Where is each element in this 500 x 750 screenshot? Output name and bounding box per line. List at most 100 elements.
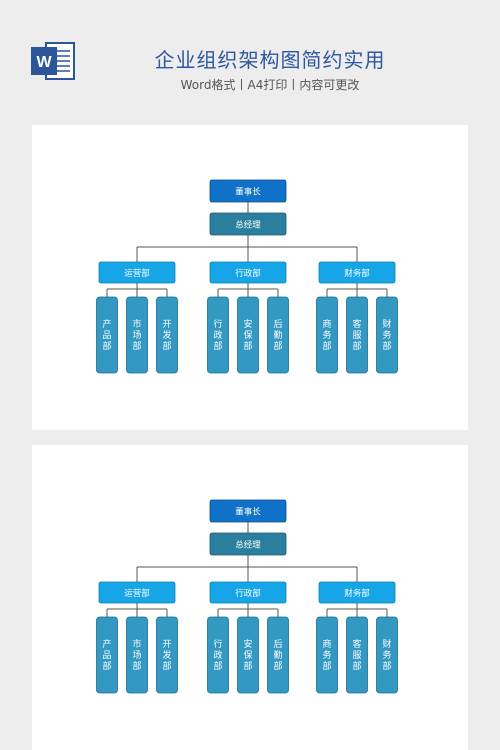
org-node-sub-department-char: 部 — [102, 340, 111, 352]
org-node-sub-department-char: 务 — [322, 649, 331, 661]
org-node-sub-department-char: 保 — [243, 649, 252, 661]
org-node-general-manager-label: 总经理 — [235, 540, 261, 551]
org-node-sub-department — [267, 616, 289, 694]
org-node-sub-department-char: 部 — [322, 660, 331, 672]
org-node-sub-department-char: 场 — [132, 650, 141, 661]
org-node-sub-department-char: 服 — [352, 330, 361, 341]
org-node-sub-department-char: 部 — [213, 340, 222, 352]
document-page-2: 董事长总经理运营部产品部市场部开发部行政部行政部安保部后勤部财务部商务部客服部财… — [32, 445, 468, 750]
document-page-1: 董事长总经理运营部产品部市场部开发部行政部行政部安保部后勤部财务部商务部客服部财… — [32, 125, 468, 430]
org-node-sub-department-char: 部 — [132, 340, 141, 352]
org-node-sub-department — [96, 296, 118, 374]
org-node-department-label: 行政部 — [235, 588, 261, 599]
org-node-sub-department-char: 务 — [382, 649, 391, 661]
org-node-department-label: 行政部 — [235, 268, 261, 279]
org-node-sub-department-char: 部 — [243, 660, 252, 672]
org-node-sub-department-char: 保 — [243, 329, 252, 341]
org-node-sub-department-char: 部 — [132, 660, 141, 672]
org-node-department — [209, 261, 287, 284]
org-node-department-label: 财务部 — [344, 268, 370, 279]
org-node-sub-department — [237, 616, 259, 694]
org-node-department-label: 财务部 — [344, 588, 370, 599]
org-node-sub-department — [376, 296, 398, 374]
org-node-sub-department-char: 部 — [352, 660, 361, 672]
org-node-sub-department-char: 开 — [162, 639, 171, 650]
page-title: 企业组织架构图简约实用 — [154, 48, 386, 72]
org-node-sub-department-char: 客 — [352, 638, 361, 650]
org-node-sub-department — [156, 616, 178, 694]
org-node-sub-department-char: 商 — [322, 638, 331, 650]
org-node-department-label: 运营部 — [124, 268, 150, 279]
org-node-sub-department-char: 产 — [102, 318, 111, 330]
org-node-sub-department-char: 产 — [102, 638, 111, 650]
org-node-sub-department-char: 发 — [162, 329, 171, 341]
org-node-sub-department-char: 安 — [243, 638, 252, 650]
page-subtitle: Word格式丨A4打印丨内容可更改 — [180, 78, 360, 92]
org-node-sub-department-char: 品 — [102, 650, 111, 661]
org-node-sub-department-char: 部 — [273, 660, 282, 672]
org-node-sub-department-char: 部 — [162, 340, 171, 352]
org-node-sub-department-char: 部 — [162, 660, 171, 672]
org-node-sub-department-char: 政 — [213, 329, 222, 341]
org-node-sub-department — [156, 296, 178, 374]
org-node-sub-department-char: 财 — [382, 638, 391, 650]
org-node-sub-department-char: 安 — [243, 318, 252, 330]
org-node-sub-department — [316, 296, 338, 374]
org-node-department — [209, 581, 287, 604]
org-node-sub-department — [267, 296, 289, 374]
org-node-department-label: 运营部 — [124, 588, 150, 599]
org-node-sub-department — [376, 616, 398, 694]
org-node-sub-department-char: 部 — [382, 660, 391, 672]
org-node-department — [318, 261, 396, 284]
org-node-sub-department — [346, 296, 368, 374]
org-node-chairman-label: 董事长 — [235, 187, 261, 198]
org-node-sub-department-char: 财 — [382, 318, 391, 330]
org-node-sub-department-char: 勤 — [273, 329, 282, 341]
org-node-sub-department-char: 市 — [132, 318, 141, 330]
org-node-sub-department — [126, 296, 148, 374]
org-node-sub-department-char: 政 — [213, 649, 222, 661]
org-node-sub-department-char: 部 — [322, 340, 331, 352]
org-node-sub-department — [207, 616, 229, 694]
org-node-sub-department-char: 市 — [132, 638, 141, 650]
org-node-sub-department-char: 场 — [132, 330, 141, 341]
org-chart: 董事长总经理运营部产品部市场部开发部行政部行政部安保部后勤部财务部商务部客服部财… — [96, 179, 398, 374]
header: W 企业组织架构图简约实用 Word格式丨A4打印丨内容可更改 — [0, 0, 500, 110]
org-node-sub-department — [207, 296, 229, 374]
org-node-sub-department-char: 务 — [322, 329, 331, 341]
org-node-sub-department-char: 部 — [102, 660, 111, 672]
svg-text:W: W — [36, 54, 52, 71]
org-node-sub-department-char: 品 — [102, 330, 111, 341]
org-node-chairman-label: 董事长 — [235, 507, 261, 518]
org-node-sub-department-char: 部 — [352, 340, 361, 352]
org-node-general-manager-label: 总经理 — [235, 220, 261, 231]
org-node-department — [98, 261, 176, 284]
org-node-sub-department-char: 商 — [322, 318, 331, 330]
org-node-sub-department — [237, 296, 259, 374]
org-node-sub-department-char: 勤 — [273, 649, 282, 661]
org-node-sub-department-char: 部 — [243, 340, 252, 352]
org-node-sub-department-char: 行 — [213, 318, 222, 330]
org-node-general-manager — [209, 212, 287, 236]
org-node-chairman — [209, 179, 287, 203]
word-document-icon: W — [31, 42, 75, 80]
org-node-sub-department — [126, 616, 148, 694]
org-node-sub-department-char: 发 — [162, 649, 171, 661]
org-node-sub-department-char: 行 — [213, 638, 222, 650]
org-node-department — [98, 581, 176, 604]
org-node-sub-department-char: 后 — [273, 319, 282, 330]
org-node-sub-department — [96, 616, 118, 694]
org-node-chairman — [209, 499, 287, 523]
org-node-general-manager — [209, 532, 287, 556]
org-node-sub-department-char: 服 — [352, 650, 361, 661]
org-node-sub-department-char: 务 — [382, 329, 391, 341]
org-node-sub-department — [316, 616, 338, 694]
org-node-department — [318, 581, 396, 604]
org-chart: 董事长总经理运营部产品部市场部开发部行政部行政部安保部后勤部财务部商务部客服部财… — [96, 499, 398, 694]
org-node-sub-department-char: 部 — [213, 660, 222, 672]
org-node-sub-department-char: 部 — [382, 340, 391, 352]
org-node-sub-department-char: 开 — [162, 319, 171, 330]
org-node-sub-department-char: 部 — [273, 340, 282, 352]
org-node-sub-department — [346, 616, 368, 694]
org-node-sub-department-char: 后 — [273, 639, 282, 650]
